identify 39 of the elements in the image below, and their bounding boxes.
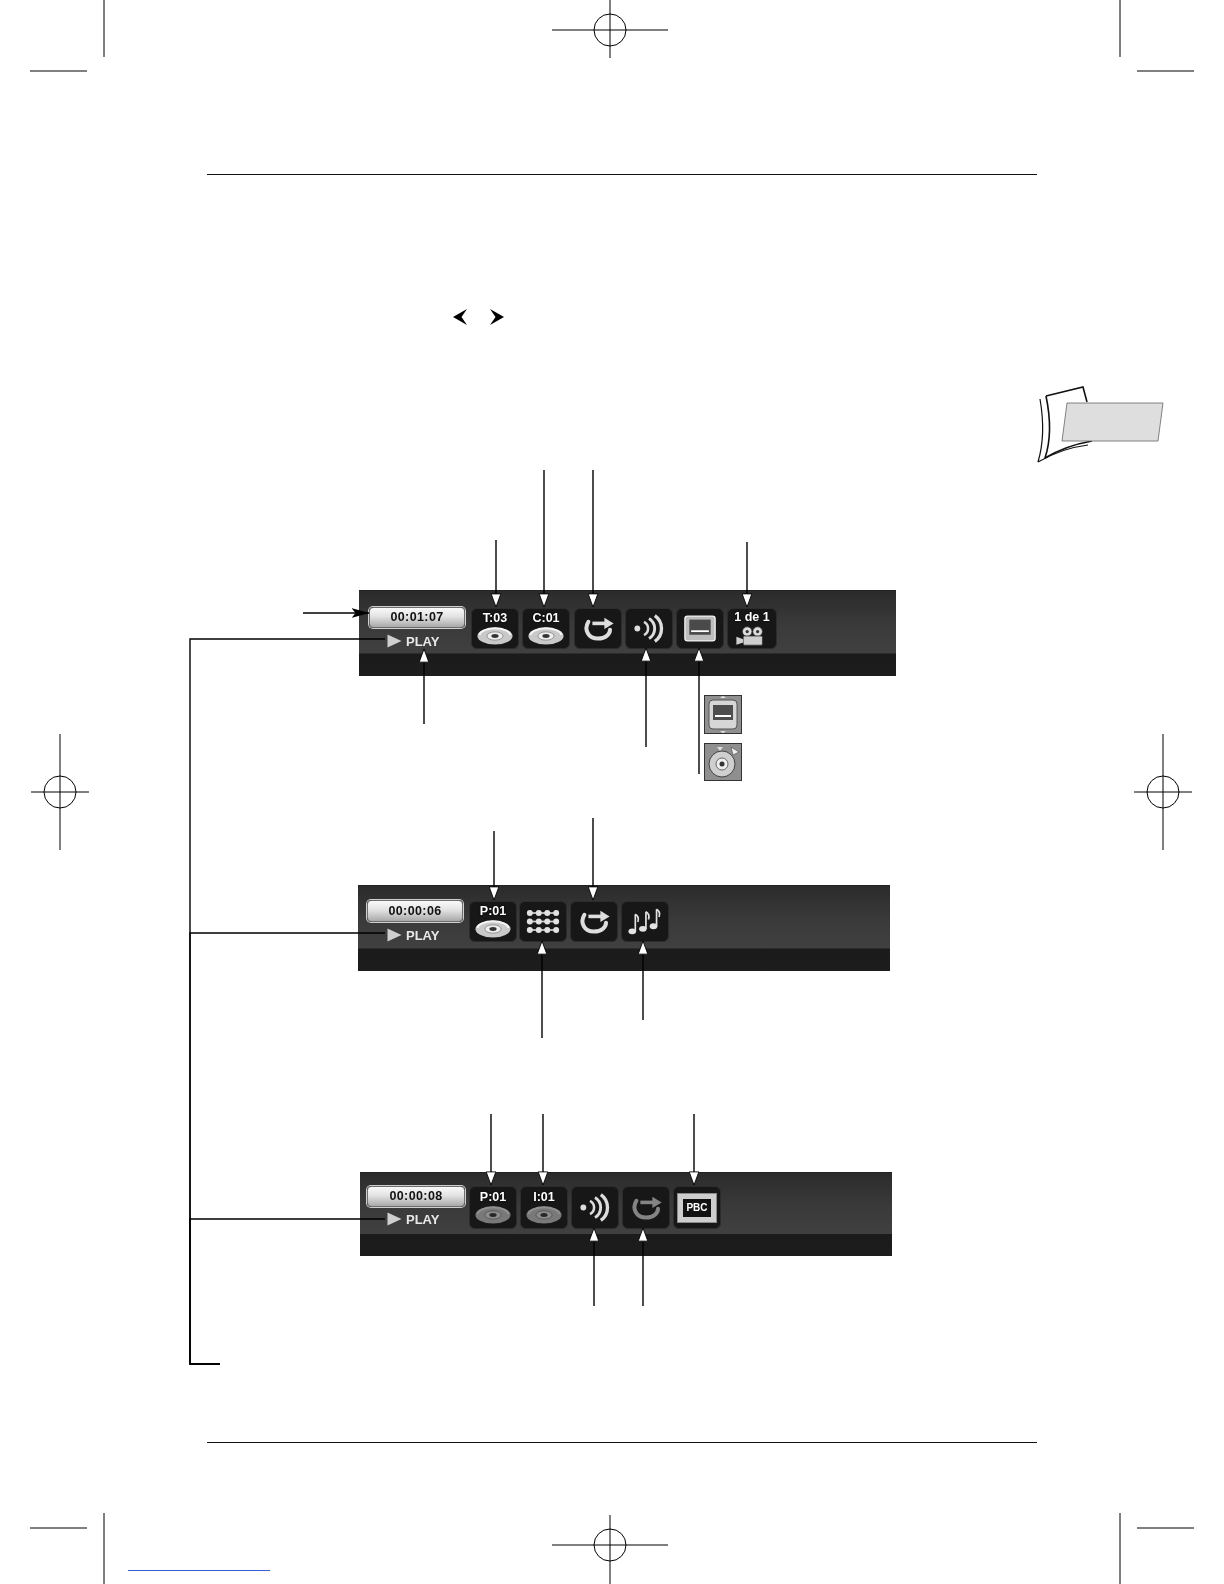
tile-label: 1 de 1 [734, 611, 770, 624]
time-display: 00:00:06 [367, 900, 463, 922]
leader-line [587, 469, 599, 608]
status-text: PLAY [406, 1211, 440, 1227]
icon-tile [622, 1186, 670, 1229]
leader-line [537, 1113, 549, 1186]
icon-tile [673, 1186, 721, 1229]
time-display: 00:00:08 [367, 1186, 465, 1207]
leader-line [536, 940, 548, 1039]
leader-line [637, 1227, 649, 1307]
leader-line [588, 1227, 600, 1307]
status-text: PLAY [406, 633, 440, 649]
icon-tile [625, 608, 673, 649]
icon-tile [676, 608, 724, 649]
tile-label: I:01 [533, 1191, 555, 1204]
leader-line [488, 830, 500, 901]
status-bar [359, 590, 896, 676]
tile-label: P:01 [479, 905, 507, 918]
icon-tile [621, 901, 669, 942]
icon-tile [574, 608, 622, 649]
tile-label: T:03 [482, 612, 508, 625]
icon-tile [727, 608, 777, 649]
tile-label: P:01 [479, 1191, 507, 1204]
icon-tile [570, 901, 618, 942]
time-display: 00:01:07 [369, 607, 465, 628]
pbc-label: PBC [678, 1193, 716, 1222]
icon-tile [571, 1186, 619, 1229]
status-bar [358, 885, 890, 971]
status-text: PLAY [406, 927, 440, 943]
icon-tile [469, 1186, 517, 1229]
status-bar [360, 1172, 892, 1256]
bracket-line [189, 1218, 386, 1365]
arrow [302, 608, 370, 618]
icon-tile [471, 608, 519, 649]
icon-tile [522, 608, 570, 649]
icon-tile [520, 1186, 568, 1229]
icon-tile [519, 901, 567, 942]
icon-tile [469, 901, 517, 942]
tile-label: C:01 [532, 612, 560, 625]
